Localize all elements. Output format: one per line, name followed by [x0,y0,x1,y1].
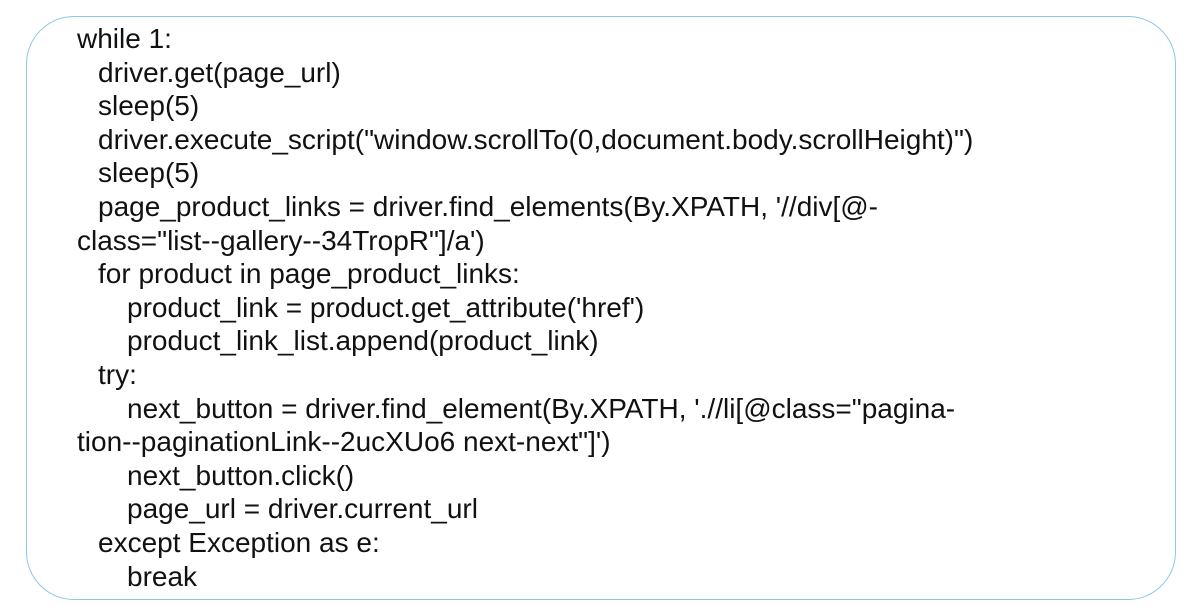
code-line: except Exception as e: [98,526,380,558]
code-line: page_url = driver.current_url [127,493,478,525]
code-line: next_button.click() [127,459,355,491]
code-line: product_link_list.append(product_link) [127,325,599,357]
code-line: class="list--gallery--34TropR"]/a') [77,224,485,256]
code-snippet-card [26,16,1176,600]
code-line: break [127,560,198,592]
code-line: page_product_links = driver.find_element… [98,190,879,222]
code-line: sleep(5) [98,157,200,189]
code-line: driver.get(page_url) [98,56,341,88]
code-line: while 1: [77,23,172,54]
code-block: while 1:driver.get(page_url)sleep(5)driv… [77,22,973,593]
code-line: sleep(5) [98,90,200,122]
code-line: next_button = driver.find_element(By.XPA… [127,392,956,424]
code-line: for product in page_product_links: [98,258,520,290]
code-line: product_link = product.get_attribute('hr… [127,291,645,323]
code-line: driver.execute_script("window.scrollTo(0… [98,123,974,155]
code-line: try: [98,358,137,390]
code-line: tion--paginationLink--2ucXUo6 next-next"… [77,426,611,458]
